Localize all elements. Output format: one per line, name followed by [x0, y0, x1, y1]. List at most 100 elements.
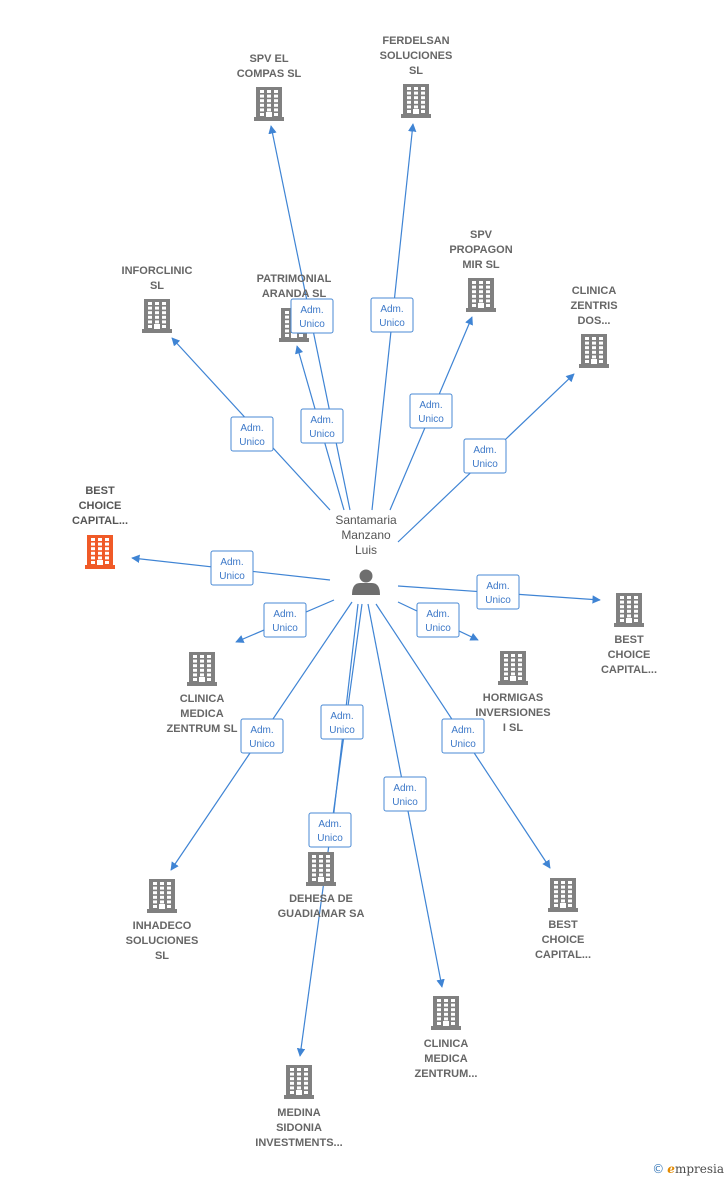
building-icon[interactable] — [579, 334, 609, 368]
person-label-line: Luis — [355, 543, 377, 557]
edge-label-box — [290, 298, 334, 334]
edge-label-box — [463, 438, 507, 474]
company-label-spv-el-compas-line: COMPAS SL — [237, 68, 302, 80]
brand-watermark: ©empresia — [652, 1162, 724, 1176]
edge-label-line: Unico — [485, 595, 511, 606]
company-label-hormigas-line: INVERSIONES — [475, 707, 550, 719]
edge-label-best-choice-3[interactable]: Adm. Unico — [441, 718, 485, 754]
edge-label-dehesa[interactable]: Adm. Unico — [320, 704, 364, 740]
edge-label-text: Adm. Unico — [485, 581, 511, 606]
building-icon[interactable] — [147, 879, 177, 913]
edge-label-clinica-medica-zentrum-sl[interactable]: Adm.Unico — [263, 602, 307, 638]
edge-label-box — [383, 776, 427, 812]
company-label-medina-sidonia-line: SIDONIA — [276, 1122, 322, 1134]
building-icon[interactable] — [187, 652, 217, 686]
company-label-best-choice-1-line: BEST — [85, 485, 115, 497]
building-icon[interactable] — [284, 1065, 314, 1099]
company-label-best-choice-2-line: CAPITAL... — [601, 664, 657, 676]
building-icon[interactable] — [85, 535, 115, 569]
edge-label-patrimonial-aranda[interactable]: Adm.Unico — [300, 408, 344, 444]
edge-label-best-choice-2[interactable]: Adm. Unico — [476, 574, 520, 610]
company-label-best-choice-3-line: CAPITAL... — [535, 949, 591, 961]
edge-label-line: Adm. — [486, 581, 509, 592]
edge-label-box — [263, 602, 307, 638]
edge-label-box — [308, 812, 352, 848]
edge-label-inforclinic[interactable]: Adm. Unico — [230, 416, 274, 452]
company-label-spv-propagon-line: MIR SL — [462, 259, 500, 271]
company-label-inhadeco: INHADECO SOLUCIONES SL — [126, 920, 199, 962]
edge-label-line: Adm. — [426, 609, 449, 620]
edge-label-clinica-zentris[interactable]: Adm. Unico — [463, 438, 507, 474]
company-label-clinica-medica-zentrum-sl-line: MEDICA — [180, 708, 223, 720]
building-icon[interactable] — [548, 878, 578, 912]
edge-label-line: Unico — [450, 739, 476, 750]
edge-label-text: Adm. Unico — [472, 445, 498, 470]
company-label-inforclinic-line: INFORCLINIC — [122, 265, 193, 277]
building-icon[interactable] — [142, 299, 172, 333]
company-label-clinica-zentris-line: CLINICA — [572, 285, 617, 297]
company-label-spv-propagon-line: PROPAGON — [449, 244, 512, 256]
edge-label-box — [441, 718, 485, 754]
company-label-inhadeco-line: INHADECO — [133, 920, 192, 932]
edge-label-line: Adm. — [273, 609, 296, 620]
company-label-clinica-medica-zentrum-sl-line: CLINICA — [180, 693, 225, 705]
edge-label-line: Adm. — [240, 423, 263, 434]
edge-label-line: Unico — [329, 725, 355, 736]
edge-label-line: Unico — [392, 797, 418, 808]
edge-label-inhadeco[interactable]: Adm.Unico — [240, 718, 284, 754]
edge-label-text: Adm.Unico — [299, 305, 325, 330]
company-label-medina-sidonia-line: INVESTMENTS... — [255, 1137, 342, 1149]
edge-label-text: Adm.Unico — [249, 725, 275, 750]
company-label-inhadeco-line: SL — [155, 950, 169, 962]
edge-label-text: Adm. Unico — [450, 725, 476, 750]
edge-label-spv-propagon[interactable]: Adm.Unico — [409, 393, 453, 429]
company-label-best-choice-2-line: CHOICE — [608, 649, 651, 661]
edge-label-line: Adm. — [330, 711, 353, 722]
building-icon[interactable] — [614, 593, 644, 627]
edge-label-medina-sidonia[interactable]: Adm.Unico — [308, 812, 352, 848]
company-label-dehesa-line: GUADIAMAR SA — [278, 908, 365, 920]
edge-label-text: Adm.Unico — [272, 609, 298, 634]
building-icon[interactable] — [431, 996, 461, 1030]
person-icon[interactable] — [352, 569, 380, 596]
building-icon[interactable] — [254, 87, 284, 121]
building-icon[interactable] — [306, 852, 336, 886]
company-label-inhadeco-line: SOLUCIONES — [126, 935, 199, 947]
company-label-spv-propagon: SPV PROPAGON MIR SL — [449, 229, 512, 271]
edge-label-line: Adm. — [473, 445, 496, 456]
edge-label-clinica-medica-zentrum[interactable]: Adm.Unico — [383, 776, 427, 812]
building-icon[interactable] — [498, 651, 528, 685]
building-icon[interactable] — [466, 278, 496, 312]
company-label-ferdelsan-line: SL — [409, 65, 423, 77]
edge-label-line: Adm. — [451, 725, 474, 736]
edge-label-line: Adm. — [380, 304, 403, 315]
edge-label-box — [370, 297, 414, 333]
person-label-line: Manzano — [341, 528, 391, 542]
edge-label-text: Adm.Unico — [392, 783, 418, 808]
edge-label-box — [240, 718, 284, 754]
company-label-spv-propagon-line: SPV — [470, 229, 493, 241]
edge-label-text: Adm. Unico — [239, 423, 265, 448]
edge-label-box — [476, 574, 520, 610]
edge-label-line: Adm. — [419, 400, 442, 411]
edge-label-box — [230, 416, 274, 452]
building-icon[interactable] — [401, 84, 431, 118]
edge-label-ferdelsan[interactable]: Adm.Unico — [370, 297, 414, 333]
edge-label-text: Adm.Unico — [317, 819, 343, 844]
edge-label-spv-el-compas[interactable]: Adm.Unico — [290, 298, 334, 334]
edge-label-line: Unico — [239, 437, 265, 448]
edge-label-best-choice-1[interactable]: Adm.Unico — [210, 550, 254, 586]
edge-label-text: Adm.Unico — [309, 415, 335, 440]
edge-label-box — [416, 602, 460, 638]
company-label-hormigas-line: I SL — [503, 722, 523, 734]
edge-label-line: Unico — [472, 459, 498, 470]
edge-label-hormigas[interactable]: Adm.Unico — [416, 602, 460, 638]
edge-label-line: Unico — [299, 319, 325, 330]
company-label-clinica-zentris-line: DOS... — [577, 315, 610, 327]
